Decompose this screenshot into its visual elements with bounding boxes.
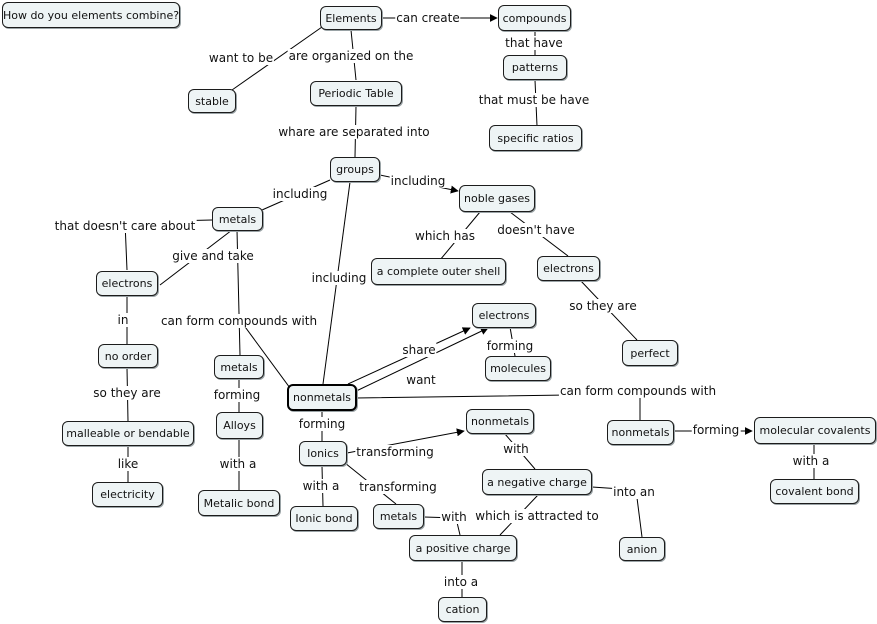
link-elements-stable bbox=[231, 26, 323, 91]
link-metals-nonmetals bbox=[239, 319, 291, 389]
node-nonmetals-right[interactable]: nonmetals bbox=[607, 420, 674, 445]
node-molecular-covalents[interactable]: molecular covalents bbox=[754, 417, 876, 444]
label-that-must-be-have: that must be have bbox=[477, 93, 591, 107]
node-compounds[interactable]: compounds bbox=[498, 5, 571, 31]
node-specific-ratios[interactable]: specific ratios bbox=[489, 125, 582, 151]
node-nonmetals-center[interactable]: nonmetals bbox=[287, 384, 357, 411]
node-metals-top[interactable]: metals bbox=[212, 207, 263, 231]
label-doesnt-care: that doesn't care about bbox=[53, 219, 197, 233]
node-groups[interactable]: groups bbox=[330, 157, 380, 182]
node-nonmetals-upper[interactable]: nonmetals bbox=[466, 409, 534, 434]
node-cation[interactable]: cation bbox=[438, 597, 487, 622]
label-so-they-are-malleable: so they are bbox=[92, 386, 162, 400]
node-complete-outer-shell[interactable]: a complete outer shell bbox=[371, 258, 506, 285]
label-want-to-be: want to be bbox=[207, 51, 275, 65]
label-share: share bbox=[401, 343, 437, 357]
label-transforming-upper: transforming bbox=[355, 445, 435, 459]
label-in: in bbox=[116, 313, 130, 327]
node-ionic-bond[interactable]: Ionic bond bbox=[290, 506, 358, 531]
label-into-an: into an bbox=[612, 485, 656, 499]
label-can-create: can create bbox=[395, 11, 461, 25]
label-into-a: into a bbox=[442, 575, 480, 589]
label-with-a-metalic: with a bbox=[218, 457, 258, 471]
label-with-positive: with bbox=[440, 510, 468, 524]
node-covalent-bond[interactable]: covalent bond bbox=[770, 479, 859, 504]
label-with-a-covalent: with a bbox=[791, 454, 831, 468]
label-including-noble: including bbox=[389, 174, 447, 188]
node-noble-gases[interactable]: noble gases bbox=[459, 185, 535, 212]
node-anion[interactable]: anion bbox=[619, 537, 665, 561]
node-molecules[interactable]: molecules bbox=[485, 356, 551, 381]
label-forming-alloys: forming bbox=[212, 388, 262, 402]
node-elements[interactable]: Elements bbox=[320, 6, 382, 30]
label-forming-molecules: forming bbox=[485, 339, 535, 353]
label-doesnt-have: doesn't have bbox=[496, 223, 576, 237]
node-perfect[interactable]: perfect bbox=[622, 340, 678, 366]
label-transforming-lower: transforming bbox=[358, 480, 438, 494]
label-are-organized: are organized on the bbox=[287, 49, 415, 63]
label-forming-ionics: forming bbox=[297, 417, 347, 431]
node-patterns[interactable]: patterns bbox=[503, 55, 567, 80]
node-periodic-table[interactable]: Periodic Table bbox=[310, 81, 402, 106]
label-with-a-ionic: with a bbox=[301, 479, 341, 493]
node-no-order[interactable]: no order bbox=[98, 344, 158, 368]
label-like: like bbox=[116, 457, 140, 471]
node-negative-charge[interactable]: a negative charge bbox=[482, 469, 592, 495]
label-forming-covalents: forming bbox=[691, 423, 741, 437]
label-with-negative: with bbox=[502, 442, 530, 456]
node-ionics[interactable]: Ionics bbox=[299, 441, 347, 466]
label-which-has: which has bbox=[414, 229, 476, 243]
node-malleable-bendable[interactable]: malleable or bendable bbox=[62, 421, 194, 446]
node-metals-low[interactable]: metals bbox=[373, 504, 424, 529]
node-positive-charge[interactable]: a positive charge bbox=[409, 535, 517, 561]
node-metalic-bond[interactable]: Metalic bond bbox=[198, 490, 280, 516]
node-metals-mid[interactable]: metals bbox=[214, 355, 264, 379]
node-stable[interactable]: stable bbox=[188, 89, 236, 113]
node-electrons-right[interactable]: electrons bbox=[537, 256, 600, 281]
label-can-form-right: can form compounds with bbox=[558, 384, 718, 398]
node-alloys[interactable]: Alloys bbox=[216, 412, 263, 439]
node-electricity[interactable]: electricity bbox=[92, 482, 163, 507]
label-attracted-to: which is attracted to bbox=[474, 509, 600, 523]
label-including-metals: including bbox=[271, 187, 329, 201]
label-want: want bbox=[405, 373, 437, 387]
label-give-and-take: give and take bbox=[171, 249, 255, 263]
node-electrons-mid[interactable]: electrons bbox=[472, 303, 536, 328]
label-that-have: that have bbox=[504, 36, 564, 50]
label-so-they-are-perfect: so they are bbox=[568, 299, 638, 313]
label-separated-into: whare are separated into bbox=[277, 125, 431, 139]
label-including-nonmetals: including bbox=[310, 271, 368, 285]
label-can-form-left: can form compounds with bbox=[159, 314, 319, 328]
node-electrons-left[interactable]: electrons bbox=[96, 271, 158, 296]
focus-question-node[interactable]: How do you elements combine? bbox=[2, 2, 180, 28]
link-nonmetals-want bbox=[349, 327, 489, 395]
